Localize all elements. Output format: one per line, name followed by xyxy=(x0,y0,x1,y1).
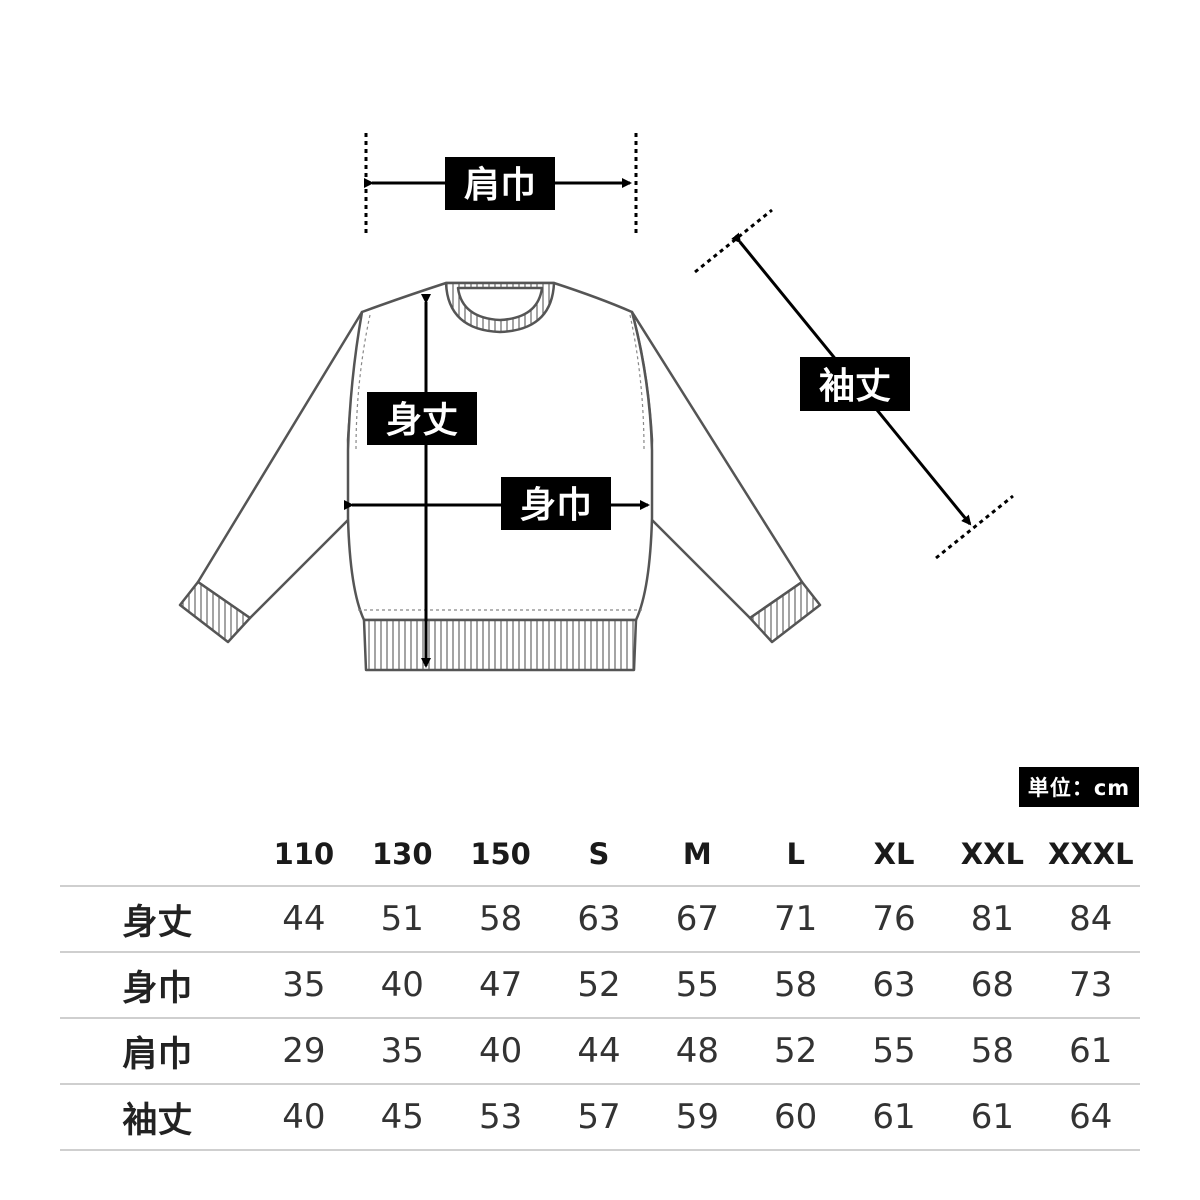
table-cell: 29 xyxy=(254,1017,354,1084)
size-header: 130 xyxy=(371,836,433,871)
table-cell: 40 xyxy=(451,1017,550,1084)
table-cell: 61 xyxy=(943,1083,1042,1151)
row-label: 袖丈 xyxy=(60,1083,255,1151)
size-header: XXL xyxy=(960,836,1024,871)
size-header: XL xyxy=(873,836,915,871)
table-cell: 35 xyxy=(353,1017,452,1084)
table-cell: 59 xyxy=(648,1083,747,1151)
width-label: 身巾 xyxy=(520,485,592,526)
left-cuff xyxy=(178,580,252,644)
size-header: S xyxy=(588,836,610,871)
table-cell: 84 xyxy=(1041,885,1140,952)
table-cell: 44 xyxy=(254,885,354,952)
table-cell: 67 xyxy=(648,885,747,952)
unit-badge: 単位：cm xyxy=(1019,767,1139,807)
table-cell: 64 xyxy=(1041,1083,1140,1151)
table-cell: 58 xyxy=(943,1017,1042,1084)
table-cell: 55 xyxy=(648,951,747,1018)
size-header: 110 xyxy=(273,836,335,871)
sweatshirt-illustration xyxy=(178,281,822,672)
table-cell: 51 xyxy=(353,885,452,952)
torso xyxy=(346,281,654,622)
table-cell: 52 xyxy=(549,951,649,1018)
table-cell: 35 xyxy=(254,951,354,1018)
table-cell: 71 xyxy=(746,885,845,952)
table-cell: 63 xyxy=(844,951,944,1018)
right-sleeve xyxy=(630,310,804,620)
table-cell: 53 xyxy=(451,1083,550,1151)
size-header: M xyxy=(682,836,712,871)
shoulder-label: 肩巾 xyxy=(464,164,536,206)
table-cell: 47 xyxy=(451,951,550,1018)
table-cell: 61 xyxy=(844,1083,944,1151)
table-cell: 52 xyxy=(746,1017,845,1084)
table-cell: 76 xyxy=(844,885,944,952)
table-cell: 58 xyxy=(451,885,550,952)
row-label: 肩巾 xyxy=(60,1017,255,1084)
table-cell: 81 xyxy=(943,885,1042,952)
sleeve-label: 袖丈 xyxy=(819,366,891,407)
table-cell: 48 xyxy=(648,1017,747,1084)
row-label: 身巾 xyxy=(60,951,255,1018)
table-cell: 58 xyxy=(746,951,845,1018)
right-cuff xyxy=(748,580,822,644)
size-header: 150 xyxy=(470,836,531,871)
size-header: L xyxy=(786,836,805,871)
table-cell: 40 xyxy=(254,1083,354,1151)
left-sleeve xyxy=(196,310,370,620)
table-cell: 44 xyxy=(549,1017,649,1084)
table-cell: 73 xyxy=(1041,951,1140,1018)
table-cell: 61 xyxy=(1041,1017,1140,1084)
header-corner xyxy=(60,822,255,886)
table-cell: 55 xyxy=(844,1017,944,1084)
table-cell: 57 xyxy=(549,1083,649,1151)
table-cell: 40 xyxy=(353,951,452,1018)
length-label: 身丈 xyxy=(386,400,458,441)
table-cell: 60 xyxy=(746,1083,845,1151)
table-cell: 63 xyxy=(549,885,649,952)
row-label: 身丈 xyxy=(60,885,255,952)
measurement-diagram: 肩巾 袖丈 身丈 身巾 xyxy=(178,133,1014,672)
size-header: XXXL xyxy=(1048,836,1134,871)
size-header-row: 110 130 150 S M L XL XXL XXXL xyxy=(60,822,1140,886)
hem-rib xyxy=(362,618,638,672)
table-cell: 68 xyxy=(943,951,1042,1018)
table-cell: 45 xyxy=(353,1083,452,1151)
